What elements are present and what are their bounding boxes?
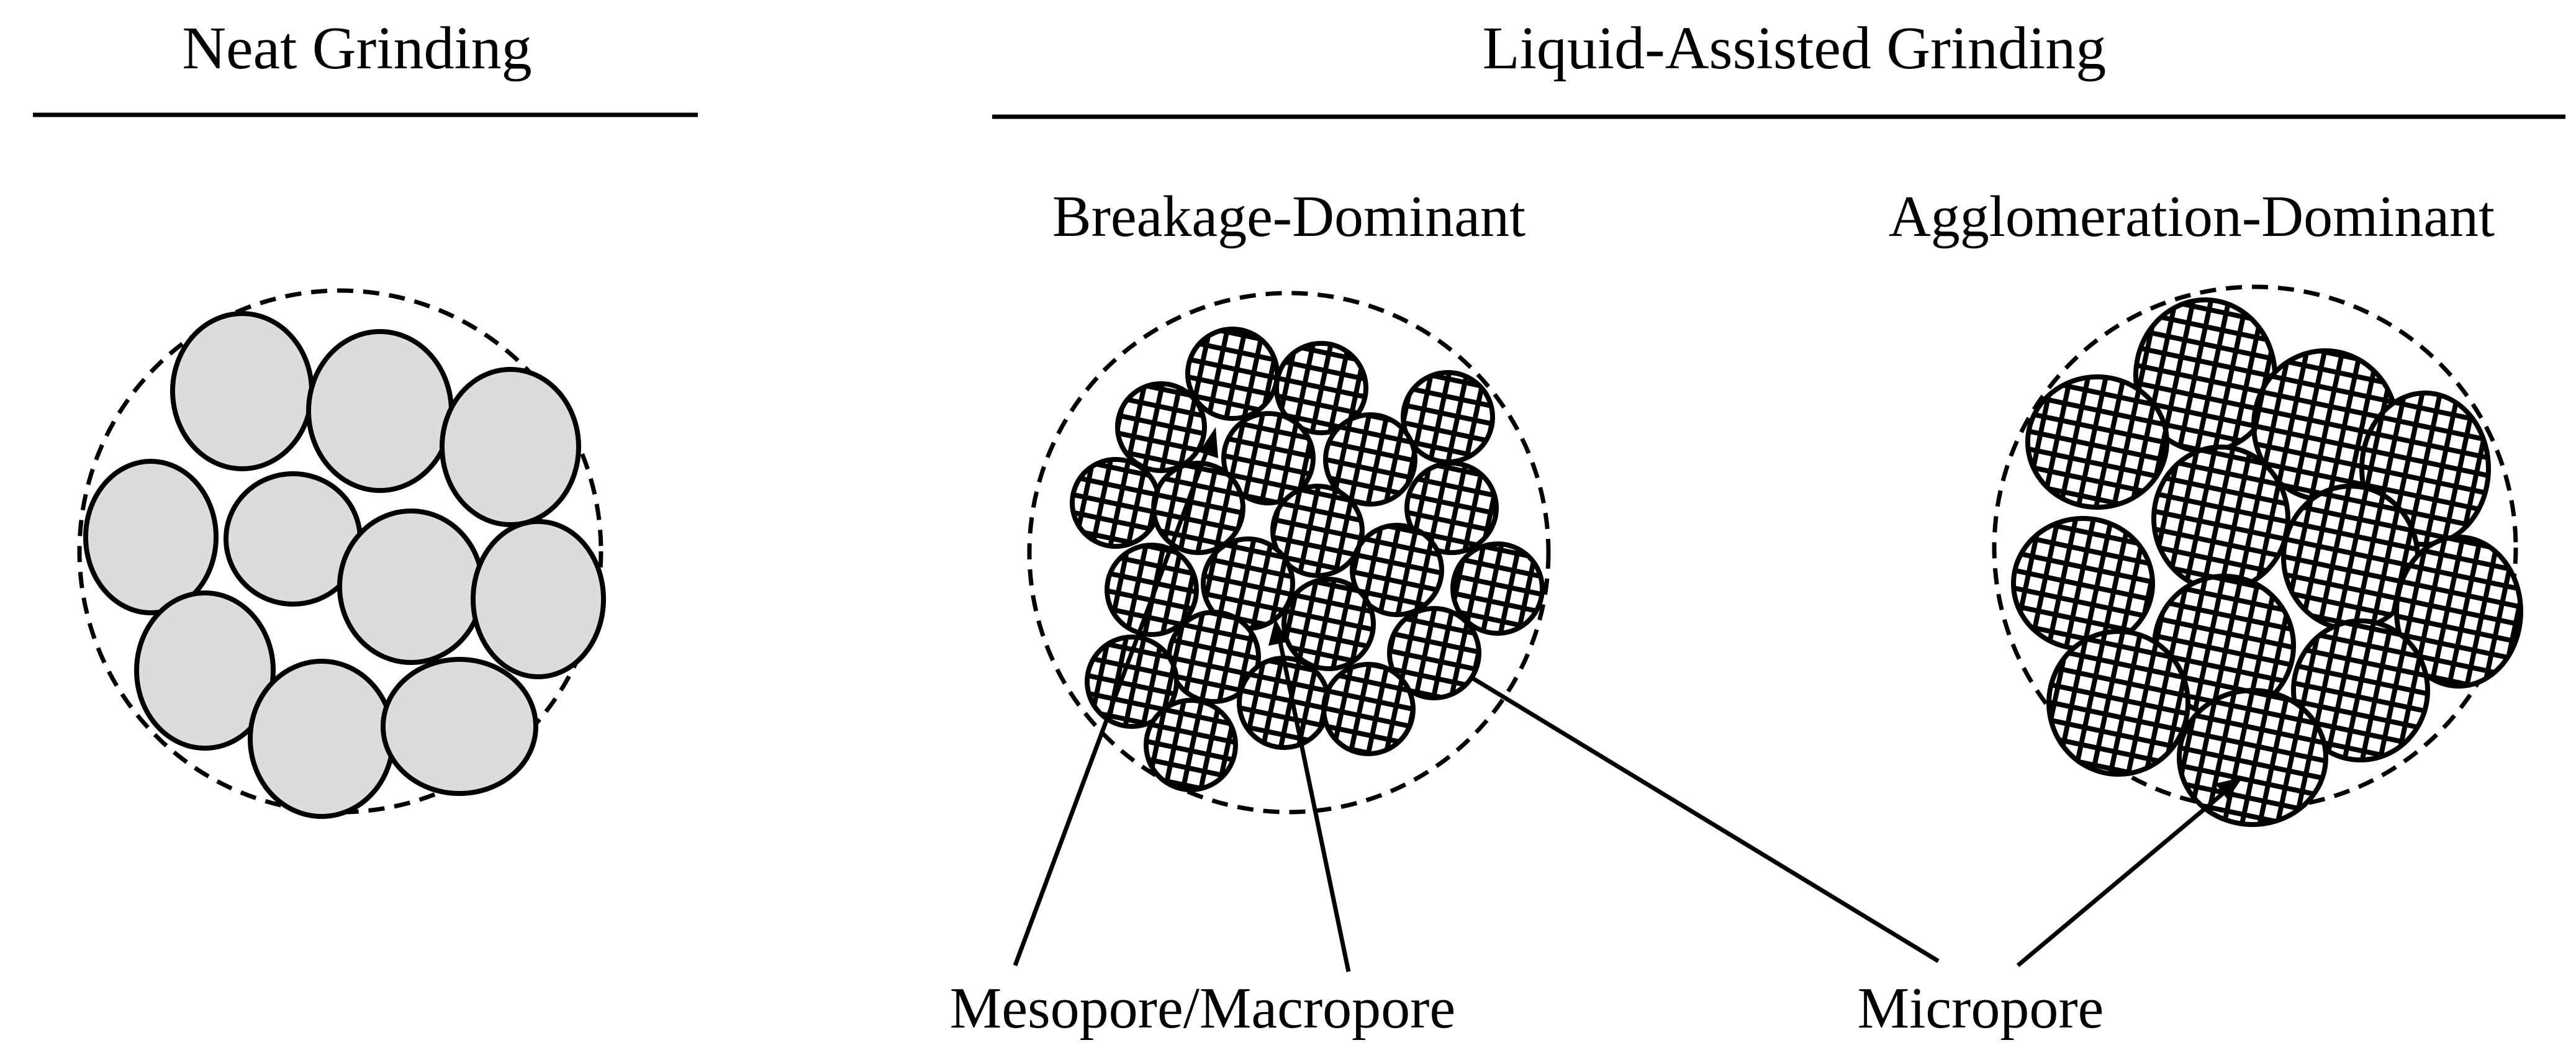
agglomeration-dominant-aggregate: [1992, 284, 2523, 827]
particle: [1350, 523, 1444, 617]
particle: [2025, 374, 2169, 510]
mesopore-macropore-pointers: [1013, 427, 1351, 972]
subheading-agglomeration-dominant: Agglomeration-Dominant: [1889, 184, 2495, 249]
particle: [381, 657, 538, 796]
heading-neat-grinding: Neat Grinding: [182, 15, 531, 82]
pointer-line: [1469, 675, 1940, 963]
particle: [1105, 543, 1199, 637]
arrowhead: [1268, 618, 1288, 646]
particle: [1450, 541, 1545, 636]
particle: [2011, 516, 2155, 651]
pointer-line: [2016, 787, 2231, 967]
particle: [2151, 445, 2290, 592]
micropore-pointers: [1469, 675, 2243, 967]
particle: [83, 459, 219, 615]
neat-grinding-aggregate: [77, 288, 606, 819]
arrowhead: [1199, 427, 1218, 458]
particle: [306, 329, 454, 493]
label-micropore: Micropore: [1858, 976, 2104, 1041]
label-mesopore-macropore: Mesopore/Macropore: [950, 976, 1455, 1041]
particle: [1237, 656, 1331, 750]
particle: [471, 519, 606, 679]
particle: [2291, 618, 2430, 762]
particle: [1115, 381, 1207, 473]
particle: [1387, 606, 1481, 700]
particle: [2046, 629, 2190, 777]
subheading-breakage-dominant: Breakage-Dominant: [1052, 184, 1525, 249]
particle: [440, 367, 581, 527]
particle: [2394, 535, 2523, 689]
particle: [1085, 635, 1179, 729]
aggregate-boundary: [1992, 284, 2518, 811]
breakage-dominant-aggregate: [1027, 291, 1551, 815]
particle: [1144, 698, 1238, 792]
particle: [1404, 461, 1499, 555]
particle: [1321, 662, 1416, 756]
particle: [337, 508, 485, 665]
particle: [248, 659, 395, 819]
particle: [1401, 370, 1495, 464]
aggregate-boundary: [1027, 291, 1551, 815]
particle: [1323, 412, 1417, 507]
particle: [134, 590, 276, 751]
heading-liquid-assisted-grinding: Liquid-Assisted Grinding: [1483, 15, 2106, 82]
particle: [1281, 577, 1376, 671]
aggregate-boundary: [77, 288, 603, 815]
particle: [1070, 457, 1162, 549]
pointer-line: [1013, 443, 1212, 967]
particle: [1274, 341, 1368, 435]
particle: [1270, 484, 1365, 578]
particle: [2177, 688, 2328, 827]
pointer-line: [1277, 636, 1351, 972]
particle: [170, 311, 314, 471]
particle: [1221, 411, 1316, 505]
arrowhead: [2215, 777, 2243, 800]
